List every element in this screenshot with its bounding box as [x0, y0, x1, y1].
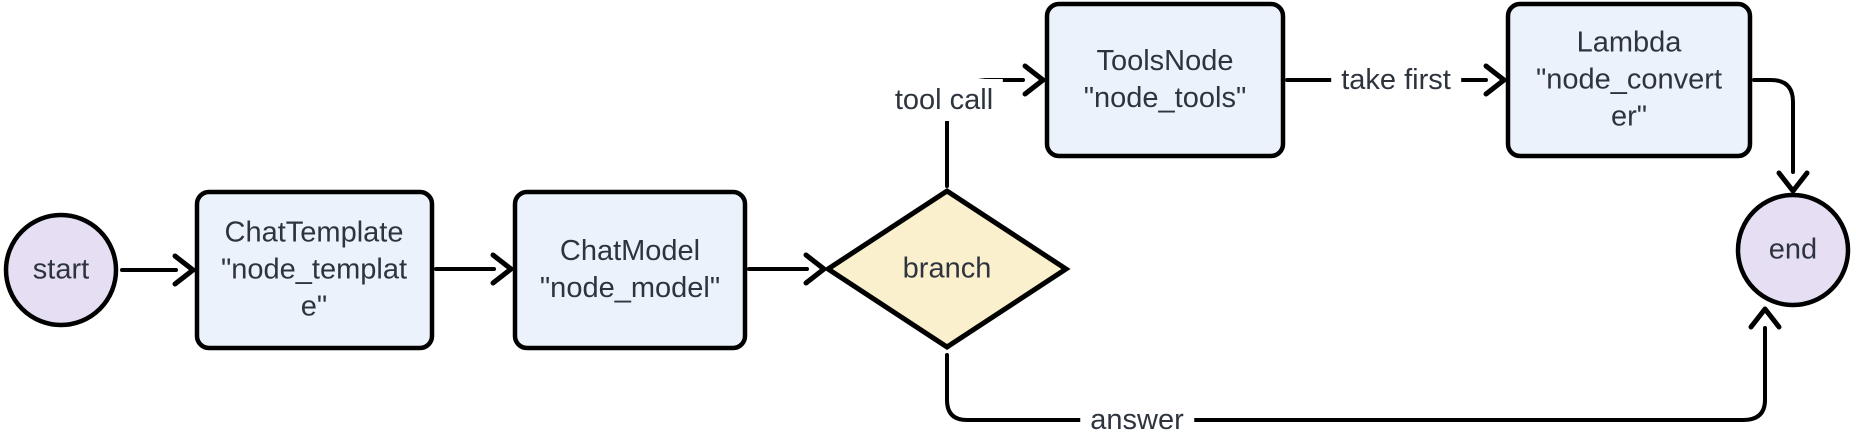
toolsnode-node-shape [1044, 1, 1286, 159]
edge-label-tool-call: tool call [884, 79, 1004, 121]
chattemplate-node-label: ChatTemplate "node_templat e" [220, 216, 408, 323]
arrowhead-converter-to-end [1776, 170, 1810, 194]
start-node-label: start [32, 253, 90, 286]
edge-label-answer: answer [1080, 399, 1194, 440]
chatmodel-node-shape [512, 189, 748, 351]
branch-decision-label: branch [902, 252, 992, 285]
lambda-node-label: Lambda "node_convert er" [1535, 26, 1723, 133]
branch-decision-shape [823, 188, 1071, 350]
arrowhead-branch-to-end [1748, 306, 1782, 330]
start-node-shape [3, 212, 119, 328]
edge-converter-to-end [1752, 78, 1795, 174]
arrowhead-template-to-model [490, 252, 514, 286]
arrowhead-tools-to-converter [1483, 63, 1507, 97]
end-node-label: end [1768, 233, 1818, 266]
lambda-node-shape [1505, 1, 1753, 159]
toolsnode-node-label: ToolsNode "node_tools" [1083, 45, 1247, 114]
chattemplate-node-shape [194, 189, 435, 351]
chatmodel-node-label: ChatModel "node_model" [539, 235, 721, 304]
edge-label-take-first: take first [1331, 59, 1461, 101]
end-node-shape [1735, 192, 1851, 308]
arrowhead-branch-to-tools [1022, 63, 1046, 97]
edge-branch-to-end [945, 326, 1767, 422]
arrowhead-start-to-template [172, 253, 196, 287]
nodes [3, 1, 1851, 351]
